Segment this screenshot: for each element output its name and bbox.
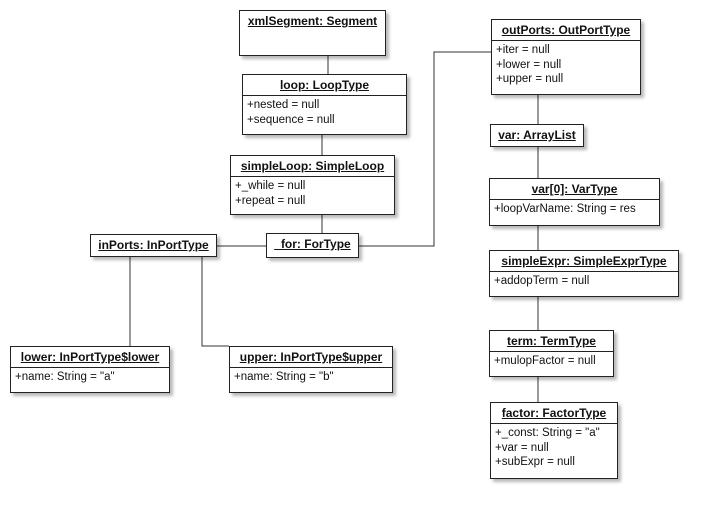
attribute-line: +subExpr = null xyxy=(495,456,575,468)
attribute-list: +iter = null +lower = null +upper = null xyxy=(492,40,640,89)
attribute-line: +name: String = "a" xyxy=(15,371,115,383)
object-title: inPorts: InPortType xyxy=(98,238,209,252)
object-title: xmlSegment: Segment xyxy=(247,14,378,28)
attribute-list: +_const: String = "a" +var = null +subExpr… xyxy=(491,423,617,472)
object-title: upper: InPortType$upper xyxy=(239,350,383,364)
attribute-list: +mulopFactor = null xyxy=(490,351,613,371)
object-title: simpleExpr: SimpleExprType xyxy=(501,254,667,268)
object-simpleloop[interactable]: simpleLoop: SimpleLoop +_while = null +re… xyxy=(230,155,395,215)
object-var0[interactable]: var[0]: VarType +loopVarName: String = r… xyxy=(489,178,660,226)
object-upper[interactable]: upper: InPortType$upper +name: String = … xyxy=(229,346,393,393)
object-for[interactable]: _for: ForType xyxy=(266,233,359,258)
attribute-list: +nested = null +sequence = null xyxy=(243,95,406,129)
object-title: term: TermType xyxy=(507,334,596,348)
object-var[interactable]: var: ArrayList xyxy=(490,124,584,147)
object-title: factor: FactorType xyxy=(501,406,607,420)
attribute-line: +loopVarName: String = res xyxy=(494,203,636,215)
object-title: var: ArrayList xyxy=(498,128,576,142)
object-loop[interactable]: loop: LoopType +nested = null +sequence =… xyxy=(242,74,407,135)
object-title: lower: InPortType$lower xyxy=(20,350,160,364)
object-factor[interactable]: factor: FactorType +_const: String = "a"… xyxy=(490,402,618,479)
attribute-list: +addopTerm = null xyxy=(490,271,678,291)
attribute-line: +var = null xyxy=(495,441,549,454)
attribute-list: +loopVarName: String = res xyxy=(490,199,659,219)
object-title: simpleLoop: SimpleLoop xyxy=(240,159,385,173)
attribute-line: +sequence = null xyxy=(247,113,335,126)
attribute-line: +iter = null xyxy=(496,44,550,56)
object-title: outPorts: OutPortType xyxy=(501,23,631,37)
object-outports[interactable]: outPorts: OutPortType +iter = null +lower… xyxy=(491,19,641,95)
link-for-outports xyxy=(359,51,491,247)
object-simpleexpr[interactable]: simpleExpr: SimpleExprType +addopTerm = … xyxy=(489,250,679,297)
object-title: _for: ForType xyxy=(274,237,351,251)
attribute-line: +addopTerm = null xyxy=(494,275,590,287)
attribute-line: +mulopFactor = null xyxy=(494,355,596,367)
link-inports-upper xyxy=(201,257,229,347)
attribute-line: +nested = null xyxy=(247,99,320,111)
attribute-line: +name: String = "b" xyxy=(234,371,334,383)
object-title: var[0]: VarType xyxy=(531,182,618,196)
attribute-line: +_while = null xyxy=(235,180,306,192)
attribute-line: +upper = null xyxy=(496,73,564,85)
object-title: loop: LoopType xyxy=(279,78,370,92)
attribute-line: +_const: String = "a" xyxy=(495,427,600,439)
attribute-line: +repeat = null xyxy=(235,194,306,207)
object-xmlsegment[interactable]: xmlSegment: Segment xyxy=(239,10,386,56)
attribute-line: +lower = null xyxy=(496,58,562,71)
attribute-list: +_while = null +repeat = null xyxy=(231,176,394,210)
object-lower[interactable]: lower: InPortType$lower +name: String = … xyxy=(10,346,170,393)
object-inports[interactable]: inPorts: InPortType xyxy=(90,234,217,257)
object-term[interactable]: term: TermType +mulopFactor = null xyxy=(489,330,614,377)
attribute-list: +name: String = "a" xyxy=(11,367,169,387)
attribute-list: +name: String = "b" xyxy=(230,367,392,387)
